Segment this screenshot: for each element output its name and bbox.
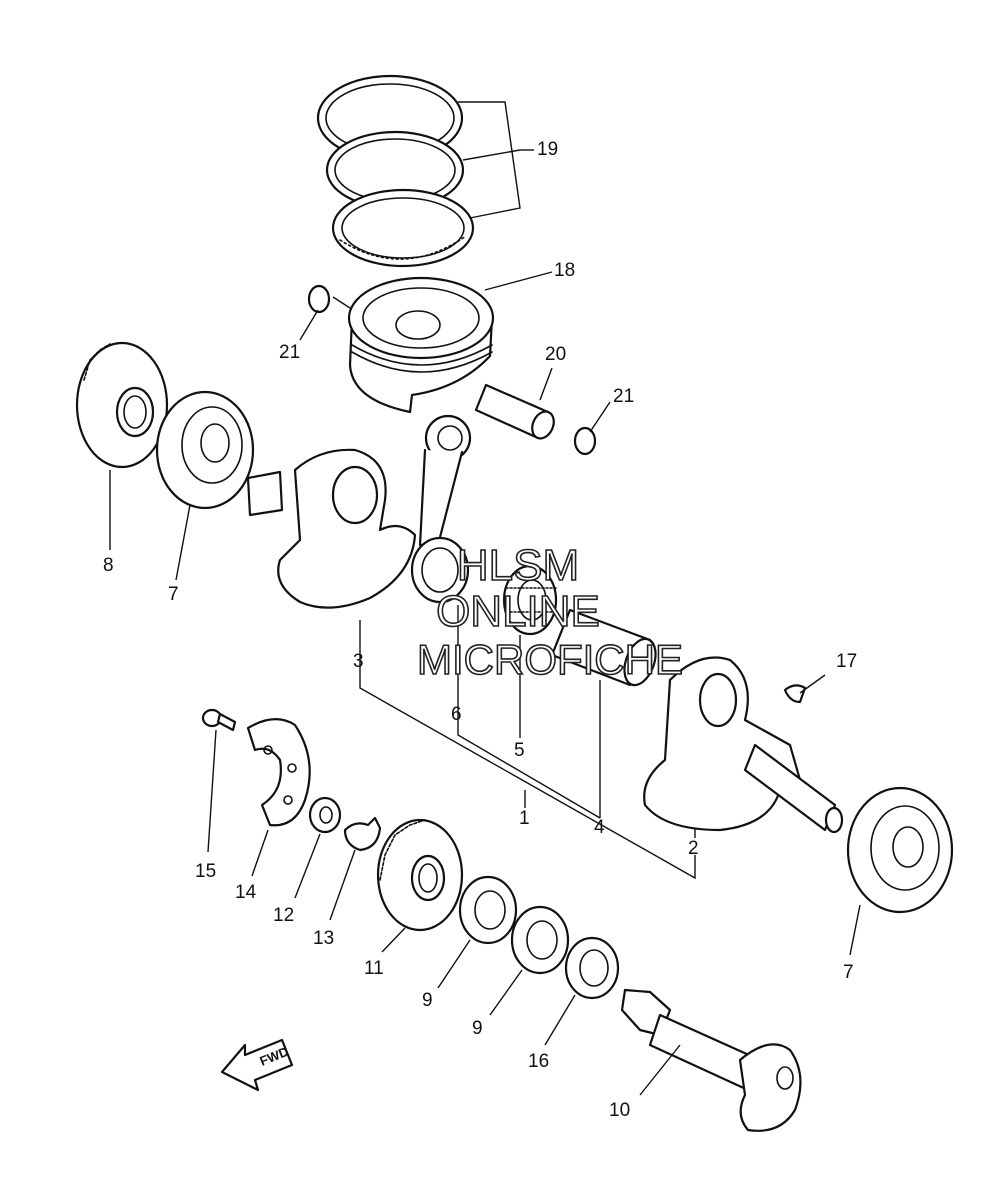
label-20: 20	[545, 344, 566, 365]
label-18: 18	[554, 260, 575, 281]
crank-bearing-left[interactable]	[155, 390, 255, 510]
piston-rings[interactable]	[316, 74, 475, 268]
balancer-weight[interactable]	[246, 718, 311, 827]
crank-bearing-right[interactable]	[846, 786, 954, 914]
watermark: HLSM ONLINE MICROFICHE	[416, 540, 684, 684]
fwd-arrow: FWD	[220, 1038, 294, 1092]
label-7-left: 7	[168, 584, 179, 605]
crank-web-right[interactable]	[643, 656, 844, 834]
lock-washer[interactable]	[343, 816, 382, 852]
balancer-bearing-1[interactable]	[458, 875, 518, 945]
balancer-bearing-2[interactable]	[510, 905, 570, 975]
balancer-needle-bearing[interactable]	[564, 936, 620, 1000]
label-17: 17	[836, 651, 857, 672]
woodruff-key[interactable]	[783, 684, 807, 704]
crankpin-needle-bearing[interactable]	[502, 564, 558, 636]
nut[interactable]	[308, 796, 342, 834]
connecting-rod[interactable]	[410, 414, 472, 604]
label-9-upper: 9	[422, 990, 433, 1011]
label-2: 2	[688, 838, 699, 859]
label-13: 13	[313, 928, 334, 949]
svg-text:HLSM: HLSM	[457, 541, 579, 590]
balancer-shaft[interactable]	[620, 988, 802, 1132]
piston[interactable]	[347, 276, 495, 414]
label-9-lower: 9	[472, 1018, 483, 1039]
crank-gear-left[interactable]	[75, 341, 169, 469]
bolt[interactable]	[201, 708, 237, 732]
label-14: 14	[235, 882, 257, 903]
label-16: 16	[528, 1051, 549, 1072]
label-7-right: 7	[843, 962, 854, 983]
balancer-drive-gear[interactable]	[376, 818, 464, 932]
label-10: 10	[609, 1100, 630, 1121]
label-3: 3	[353, 651, 364, 672]
svg-text:ONLINE: ONLINE	[436, 587, 600, 636]
part-labels: 19 18 21 20 21 8 7 3 17 6 5 4 1 2 15 14 …	[103, 139, 857, 1121]
label-11: 11	[364, 958, 384, 979]
label-12: 12	[273, 905, 294, 926]
circlip-right[interactable]	[573, 426, 597, 456]
label-21-left: 21	[279, 342, 300, 363]
crank-pin[interactable]	[550, 608, 661, 689]
piston-pin[interactable]	[474, 383, 558, 442]
leader-lines	[109, 101, 861, 1096]
label-1: 1	[519, 808, 530, 829]
label-6: 6	[451, 704, 462, 725]
label-8: 8	[103, 555, 114, 576]
svg-text:MICROFICHE: MICROFICHE	[417, 636, 683, 683]
label-21-right: 21	[613, 386, 634, 407]
label-4: 4	[594, 817, 605, 838]
crank-web-left[interactable]	[246, 448, 417, 609]
label-5: 5	[514, 740, 525, 761]
label-15: 15	[195, 861, 216, 882]
label-19: 19	[537, 139, 558, 160]
circlip-left[interactable]	[307, 284, 331, 314]
